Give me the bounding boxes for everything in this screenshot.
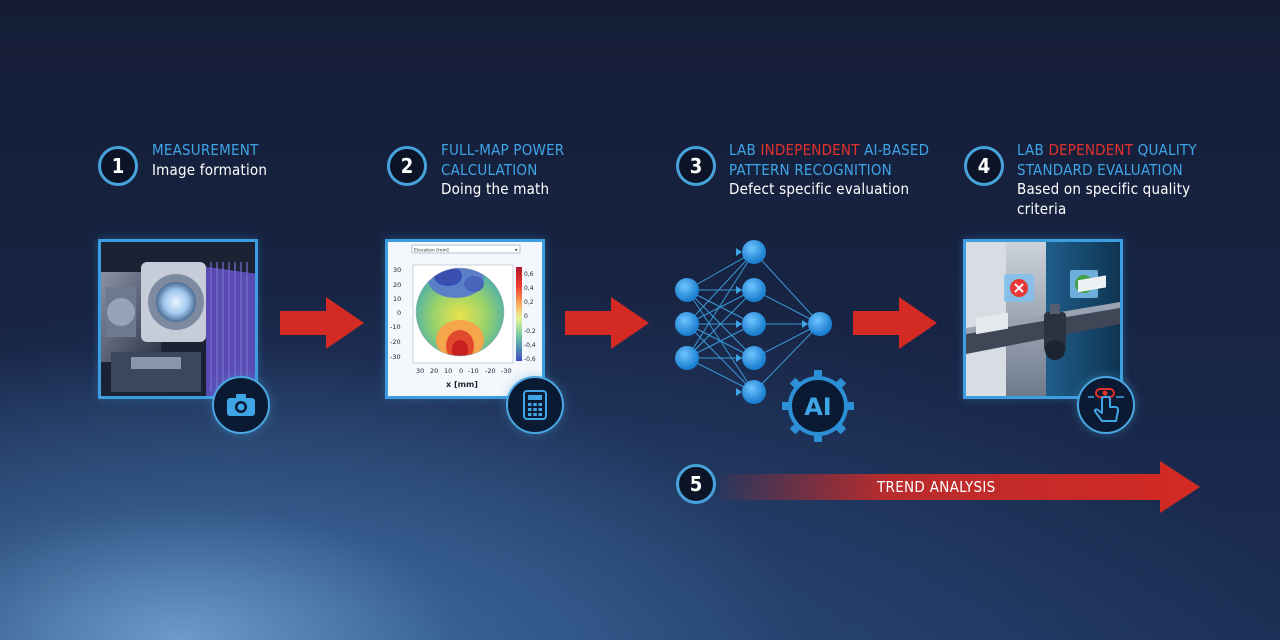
y-tick: 20	[393, 281, 401, 289]
step-4-title-line-1: LAB DEPENDENT QUALITY	[1017, 141, 1197, 159]
dropdown-arrow-icon[interactable]: ▾	[515, 248, 518, 254]
colorbar-tick: 0,4	[524, 285, 534, 292]
x-tick: -20	[485, 367, 496, 375]
trend-analysis-arrow	[720, 461, 1200, 513]
step-1-subtitle: Image formation	[152, 160, 268, 179]
step-3-title-line-1: LAB INDEPENDENT AI-BASED	[729, 141, 930, 159]
map-dropdown-label: Elevation [mm]	[414, 248, 449, 254]
step-3-subtitle: Defect specific evaluation	[729, 180, 910, 198]
calculator-icon	[523, 390, 547, 420]
colorbar-tick: 0	[524, 313, 528, 320]
calculator-badge	[506, 376, 564, 434]
y-tick: -30	[390, 353, 401, 361]
y-tick: -20	[390, 338, 401, 346]
flow-arrow-2	[565, 297, 649, 349]
step-1-title: MEASUREMENT	[152, 141, 259, 159]
measurement-device-image	[98, 239, 258, 399]
map-x-label: x [mm]	[446, 380, 478, 389]
colorbar-tick: 0,2	[524, 299, 534, 306]
colorbar-tick: -0,2	[524, 328, 536, 335]
step-4-subtitle-line-1: Based on specific quality	[1017, 180, 1191, 198]
ai-gear-icon: AI	[782, 370, 854, 442]
y-tick: 0	[397, 309, 401, 317]
x-tick: 0	[459, 367, 463, 375]
x-tick: -30	[501, 367, 512, 375]
map-dropdown[interactable]	[411, 244, 521, 254]
step-4-number: 4	[964, 146, 1004, 186]
flow-arrow-3	[853, 297, 937, 349]
step-4-subtitle-line-2: criteria	[1017, 199, 1067, 218]
step-2-title-line-2: CALCULATION	[441, 160, 538, 179]
flow-arrow-1	[280, 297, 364, 349]
x-tick: 20	[430, 367, 438, 375]
trend-analysis-label: TREND ANALYSIS	[877, 478, 996, 496]
step-4-text: LAB DEPENDENT QUALITY STANDARD EVALUATIO…	[1017, 141, 1197, 219]
x-tick: 10	[444, 367, 452, 375]
dependent-highlight: DEPENDENT	[1048, 141, 1134, 159]
map-colorbar-ticks: 0,6 0,4 0,2 0 -0,2 -0,4 -0,6	[524, 271, 536, 363]
colorbar-tick: 0,6	[524, 271, 534, 278]
x-tick: 30	[416, 367, 424, 375]
power-map-plot: Elevation [mm] ▾ 30 20 10 0 -10 -20 -30 …	[385, 239, 545, 399]
step-4-title-line-2: STANDARD EVALUATION	[1017, 160, 1183, 179]
map-x-ticks: 30 20 10 0 -10 -20 -30	[416, 367, 512, 375]
ai-label: AI	[804, 393, 832, 421]
independent-highlight: INDEPENDENT	[760, 141, 860, 159]
step-1-number: 1	[98, 146, 138, 186]
step-1-text: MEASUREMENT Image formation	[152, 141, 267, 180]
neural-network-diagram	[675, 240, 832, 404]
step-2-subtitle: Doing the math	[441, 180, 550, 198]
camera-icon	[227, 394, 255, 416]
step-2-title-line-1: FULL-MAP POWER	[441, 141, 565, 159]
colorbar-tick: -0,6	[524, 356, 536, 363]
y-tick: 30	[393, 266, 401, 274]
colorbar-tick: -0,4	[524, 342, 536, 349]
step-3-number: 3	[676, 146, 716, 186]
quality-evaluation-image	[963, 239, 1123, 399]
x-tick: -10	[468, 367, 479, 375]
step-5-number: 5	[676, 464, 716, 504]
touch-hand-icon	[1088, 388, 1124, 422]
step-2-text: FULL-MAP POWER CALCULATION Doing the mat…	[441, 141, 564, 200]
touch-badge	[1077, 376, 1135, 434]
y-tick: -10	[390, 323, 401, 331]
step-3-text: LAB INDEPENDENT AI-BASED PATTERN RECOGNI…	[729, 141, 929, 200]
map-y-ticks: 30 20 10 0 -10 -20 -30	[390, 266, 401, 361]
step-2-number: 2	[387, 146, 427, 186]
y-tick: 10	[393, 295, 401, 303]
step-3-title-line-2: PATTERN RECOGNITION	[729, 160, 892, 179]
camera-badge	[212, 376, 270, 434]
